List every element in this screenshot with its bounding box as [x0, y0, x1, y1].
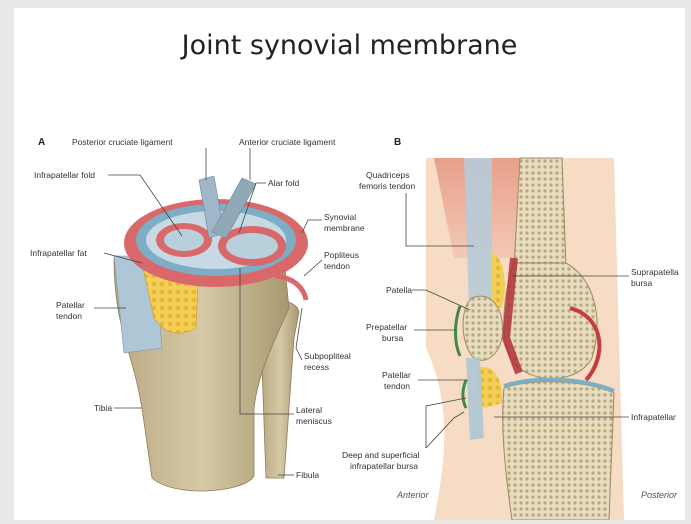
- label-infrapatellar-fold: Infrapatellar fold: [34, 170, 95, 180]
- label-anterior: Anterior: [396, 490, 430, 500]
- label-patellar-tendon-a-line2: tendon: [56, 311, 82, 321]
- label-deep-superficial-line2: infrapatellar bursa: [350, 461, 418, 471]
- label-prepatellar-bursa-line2: bursa: [382, 333, 404, 343]
- label-patellar-tendon-b-line1: Patellar: [382, 370, 411, 380]
- label-alar-fold: Alar fold: [268, 178, 299, 188]
- label-posterior-cruciate-ligament: Posterior cruciate ligament: [72, 137, 173, 147]
- panel-a-letter: A: [38, 137, 45, 148]
- panel-b: [426, 158, 624, 520]
- panel-b-letter: B: [394, 137, 401, 148]
- label-tibia: Tibia: [94, 403, 112, 413]
- label-lateral-meniscus-line2: meniscus: [296, 416, 332, 426]
- label-anterior-cruciate-ligament: Anterior cruciate ligament: [239, 137, 336, 147]
- label-popliteus-tendon-line1: Popliteus: [324, 250, 359, 260]
- label-popliteus-tendon-line2: tendon: [324, 261, 350, 271]
- knee-diagram: A Posterior cruciate ligament Anterior c…: [14, 8, 685, 520]
- label-synovial-membrane-line2: membrane: [324, 223, 365, 233]
- label-posterior: Posterior: [641, 490, 678, 500]
- label-prepatellar-bursa-line1: Prepatellar: [366, 322, 407, 332]
- label-infrapatellar-fat: Infrapatellar fat: [30, 248, 87, 258]
- label-deep-superficial-line1: Deep and superficial: [342, 450, 420, 460]
- label-infrapatellar: Infrapatellar: [631, 412, 676, 422]
- label-suprapatellar-bursa-line1: Suprapatella: [631, 267, 679, 277]
- slide: Joint synovial membrane: [14, 8, 685, 520]
- label-patellar-tendon-b-line2: tendon: [384, 381, 410, 391]
- label-patella: Patella: [386, 285, 412, 295]
- label-quadriceps-line1: Quadriceps: [366, 170, 409, 180]
- label-subpopliteal-recess-line1: Subpopliteal: [304, 351, 351, 361]
- label-synovial-membrane-line1: Synovial: [324, 212, 356, 222]
- label-fibula: Fibula: [296, 470, 319, 480]
- label-quadriceps-line2: femoris tendon: [359, 181, 415, 191]
- label-patellar-tendon-a-line1: Patellar: [56, 300, 85, 310]
- label-suprapatellar-bursa-line2: bursa: [631, 278, 653, 288]
- panel-a: [114, 176, 308, 491]
- label-lateral-meniscus-line1: Lateral: [296, 405, 322, 415]
- label-subpopliteal-recess-line2: recess: [304, 362, 329, 372]
